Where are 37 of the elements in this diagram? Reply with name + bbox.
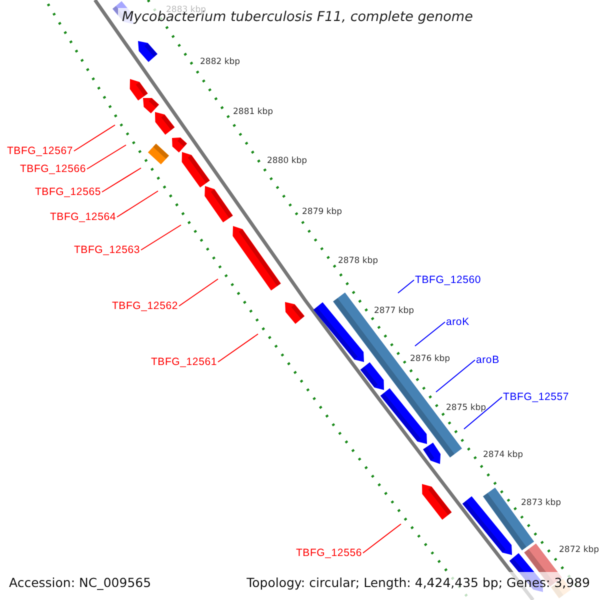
gene-label: TBFG_12557 xyxy=(503,391,570,403)
scale-label: 2872 kbp xyxy=(559,545,600,555)
scale-label: 2876 kbp xyxy=(410,354,450,364)
leader-line xyxy=(86,144,126,170)
scale-label: 2879 kbp xyxy=(302,207,342,217)
gene-label: TBFG_12563 xyxy=(74,244,140,256)
leader-line xyxy=(102,168,142,192)
gene-label: TBFG_12562 xyxy=(112,300,178,312)
scale-label: 2874 kbp xyxy=(483,450,524,460)
gene-label: TBFG_12556 xyxy=(296,547,362,559)
gene-label: TBFG_12567 xyxy=(6,145,73,157)
scale-label: 2881 kbp xyxy=(233,107,274,117)
accession-note: Accession: NC_009565 xyxy=(9,575,152,590)
gene-label: TBFG_12561 xyxy=(150,356,217,368)
leader-line xyxy=(464,396,502,430)
leader-line xyxy=(414,322,446,346)
leader-line xyxy=(218,334,258,362)
leader-line xyxy=(436,360,476,392)
gene-label: aroB xyxy=(476,354,500,366)
leader-line xyxy=(178,278,218,306)
leader-line xyxy=(398,280,414,294)
leader-line xyxy=(74,124,116,152)
gene-label: TBFG_12560 xyxy=(415,274,482,286)
scale-label: 2882 kbp xyxy=(200,57,240,67)
scale-label: 2873 kbp xyxy=(521,498,562,508)
scale-label: 2878 kbp xyxy=(338,256,378,266)
leader-line xyxy=(116,190,158,218)
scale-label: 2875 kbp xyxy=(446,403,486,413)
leader-line xyxy=(140,224,182,250)
scale-label: 2880 kbp xyxy=(267,156,308,166)
gene-label: TBFG_12565 xyxy=(34,186,101,198)
gene-label: aroK xyxy=(446,316,470,328)
genome-info-note: Topology: circular; Length: 4,424,435 bp; Genes: 3,989 xyxy=(246,575,590,590)
gene-label: TBFG_12564 xyxy=(50,211,116,223)
gene-label: TBFG_12566 xyxy=(20,163,86,175)
leader-line xyxy=(362,524,402,554)
scale-label: 2877 kbp xyxy=(374,306,414,316)
